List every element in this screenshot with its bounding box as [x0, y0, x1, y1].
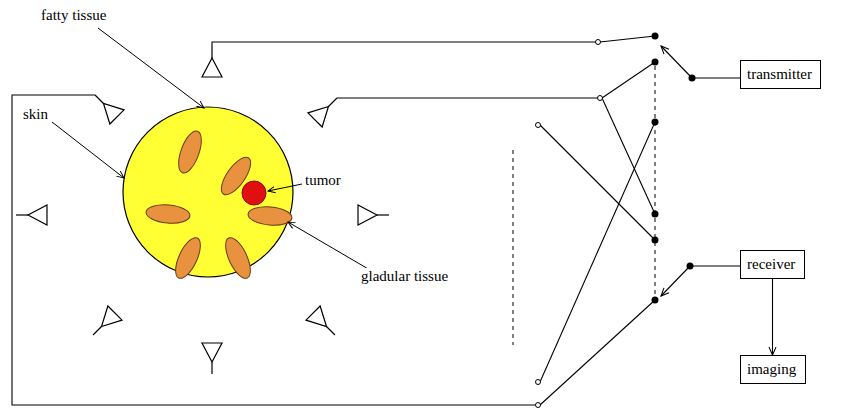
tumor-label: tumor: [304, 172, 342, 189]
box-text: imaging: [747, 361, 799, 378]
leader-lines: [52, 28, 370, 270]
switch-contacts: [536, 40, 603, 408]
breast-model: [123, 107, 293, 282]
antenna-wires: [12, 36, 740, 405]
signal-arrow: [772, 279, 773, 355]
tissue-label: fatty tissue: [40, 7, 107, 24]
box-text: receiver: [747, 256, 798, 273]
transmitter-box: transmitter: [740, 60, 821, 89]
receiver-box: receiver: [740, 250, 805, 279]
skin-label: skin: [22, 106, 49, 123]
switch-arms: [661, 46, 692, 296]
tissue-label: gladular tissue: [360, 268, 449, 285]
dashed-guides: [513, 66, 655, 345]
skin-circle: [123, 107, 293, 277]
imaging-box: imaging: [740, 355, 806, 384]
tumor-dot: [242, 181, 266, 205]
switch-poles: [652, 33, 696, 304]
glandular-lobes: [145, 128, 292, 281]
box-text: transmitter: [747, 66, 814, 83]
